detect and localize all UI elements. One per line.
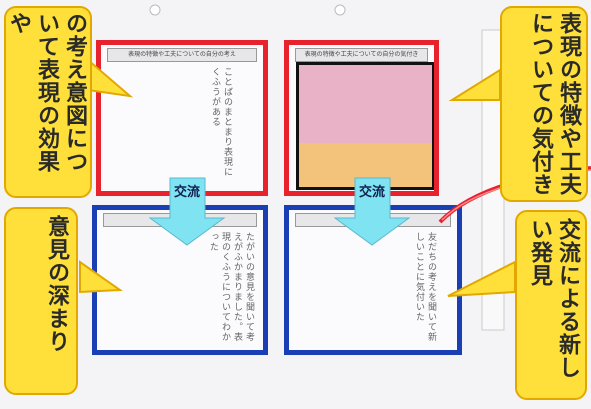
worksheet-panel-top-right: 表現の特徴や工夫についての自分の気付き: [284, 40, 439, 196]
exchange-label-left: 交流: [173, 185, 200, 200]
callout-top-left: の考え意図について表現の効果や: [4, 6, 92, 198]
handwriting-lines: 友だちの考えを聞いて新しいことに気付いた: [414, 232, 436, 342]
callout-top-right: 表現の特徴や工夫についての気付き: [500, 6, 588, 202]
arrow-left-shape: [148, 177, 226, 246]
callout-tail-top-right: [448, 68, 501, 101]
callout-bottom-right-text: 交流による新しい発見: [527, 218, 580, 379]
callout-bottom-left-text: 意見の深まり: [44, 215, 69, 353]
callout-tail-top-left: [87, 57, 134, 98]
panel-header: 表現の特徴や工夫についての自分の考え: [107, 48, 257, 62]
callout-bottom-right: 交流による新しい発見: [515, 210, 587, 400]
exchange-label-right: 交流: [358, 185, 385, 200]
arrow-right-shape: [333, 177, 411, 246]
handwriting-lines: たがいの意見を聞いて考えがふかまりました。表現のくふうについてわかった: [208, 232, 254, 342]
callout-bottom-left: 意見の深まり: [4, 207, 78, 395]
panel-header: 表現の特徴や工夫についての自分の気付き: [295, 48, 428, 62]
callout-top-left-text: の考え意図について表現の効果や: [6, 12, 87, 173]
callout-tail-bottom-left: [79, 260, 123, 294]
callout-top-right-text: 表現の特徴や工夫についての気付き: [528, 12, 581, 196]
callout-tail-bottom-right: [447, 260, 516, 297]
handwriting-lines: ことばのまとまり表現にくふうがある: [210, 67, 232, 177]
